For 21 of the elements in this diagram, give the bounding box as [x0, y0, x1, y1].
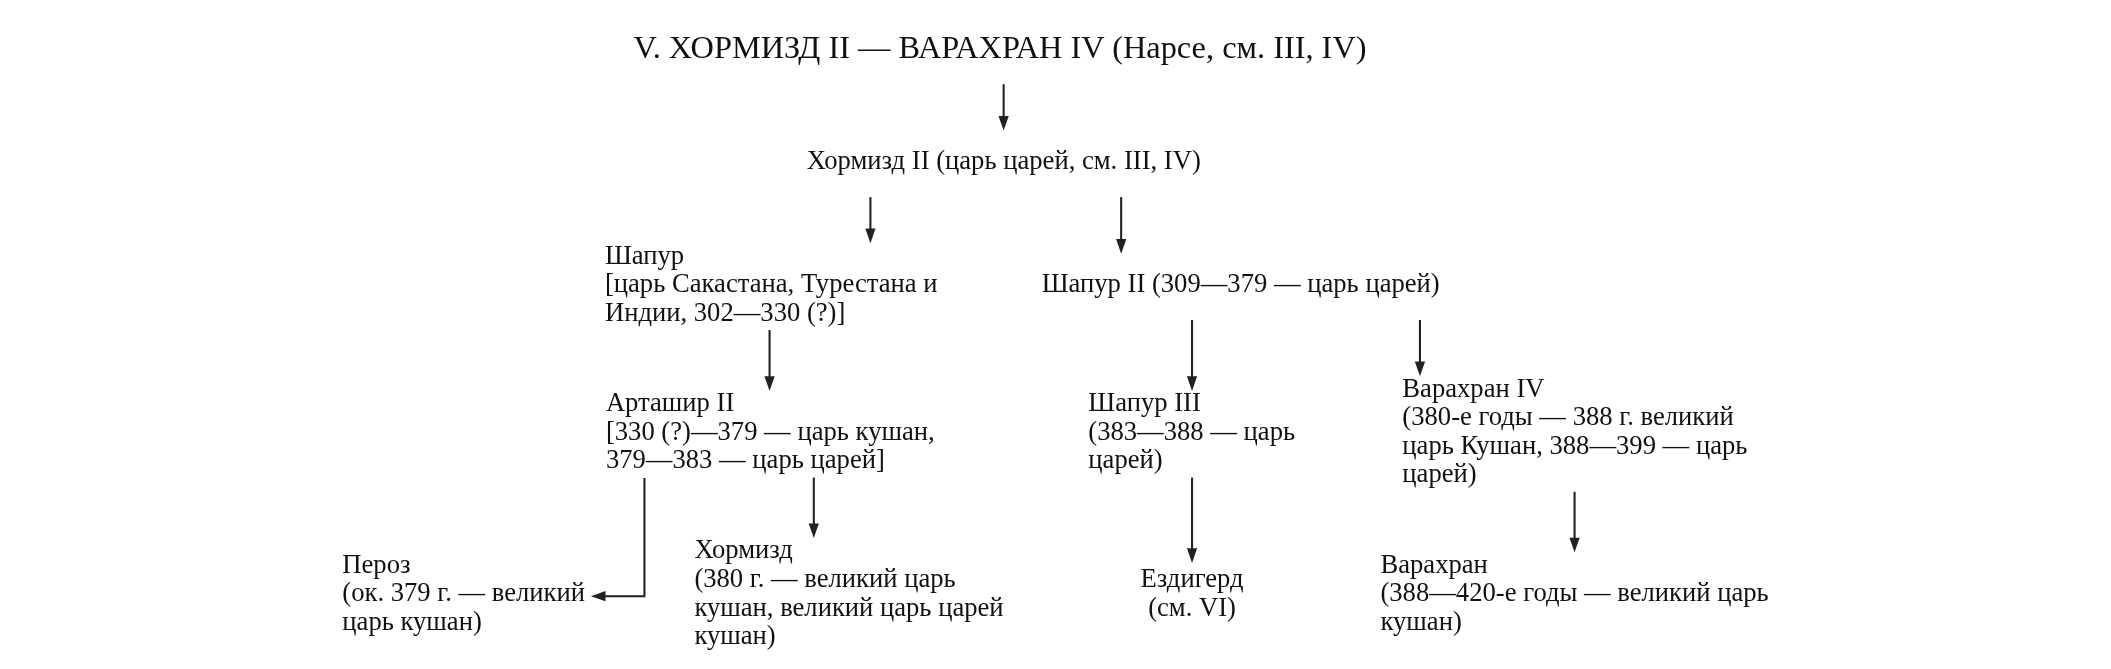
node-text: Шапур II (309—379 — царь царей) [1041, 268, 1440, 299]
node-text: V. ХОРМИЗД II — ВАРАХРАН IV (Нарсе, см. III, IV) [633, 28, 1367, 65]
node-text: Пероз (ок. 379 г. — великий царь кушан) [342, 548, 586, 636]
arrow [1414, 320, 1426, 377]
arrow [1186, 477, 1198, 563]
node-text: Варахран (388—420-е годы — великий царь кушан) [1380, 548, 1769, 636]
node-text: Варахран IV (380-е годы — 388 г. великий царь Кушан, 388—399 — царь царей) [1402, 372, 1748, 489]
node-text: Арташир II [330 (?)—379 — царь кушан, 379—383 — царь царей] [605, 387, 935, 475]
arrow [1116, 197, 1127, 254]
arrow [764, 330, 775, 391]
node-text: Хормизд (380 г. — великий царь кушан, великий царь царей кушан) [694, 534, 1004, 651]
arrow [808, 477, 819, 539]
arrow [1569, 491, 1580, 553]
node-text: Ездигерд (см. VI) [1140, 563, 1244, 622]
arrow [998, 84, 1009, 131]
node-text: Шапур [царь Сакастана, Турестана и Индии, 302—330 (?)] [604, 239, 938, 327]
arrow [865, 197, 876, 244]
node-text: Шапур III (383—388 — царь царей) [1088, 387, 1296, 475]
arrow [590, 478, 646, 602]
node-text: Хормизд II (царь царей, см. III, IV) [806, 145, 1201, 176]
arrow [1186, 320, 1198, 391]
